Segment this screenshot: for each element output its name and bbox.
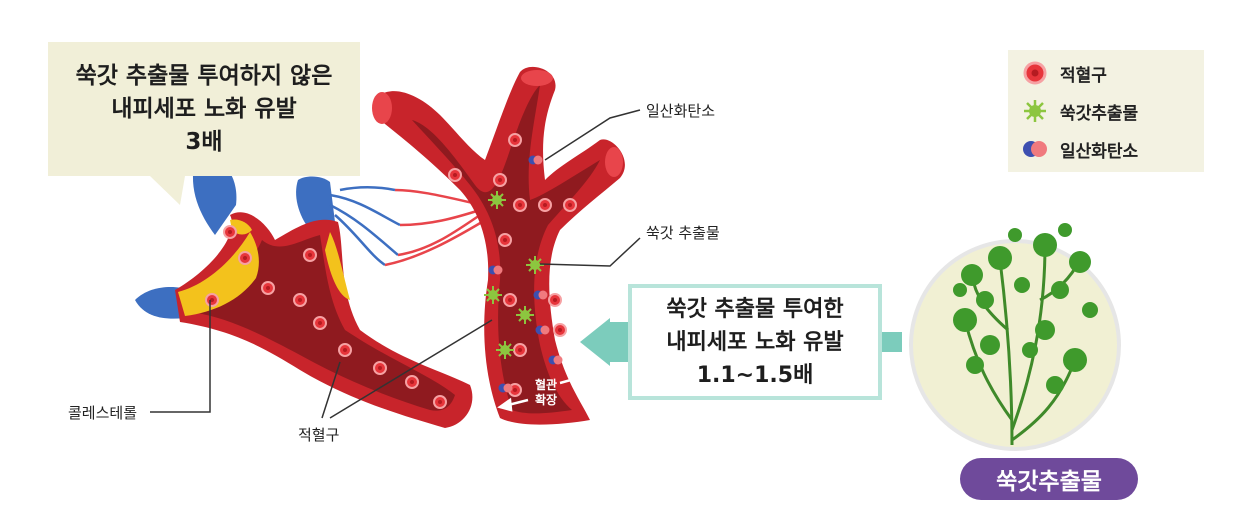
pointer-lines [150,109,641,419]
extract-particle-icon [1024,100,1046,122]
callout-untreated-line3: 3배 [185,128,223,155]
callout-untreated-line1: 쑥갓 추출물 투여하지 않은 [75,62,333,89]
plant-illustration [909,223,1121,451]
callout-treated-line3: 1.1~1.5배 [696,362,814,388]
callout-treated-line2: 내피세포 노화 유발 [666,329,844,355]
red-blood-cell-icon [1023,61,1047,85]
legend-item-co: 일산화탄소 [1022,136,1138,162]
callout-treated: 쑥갓 추출물 투여한 내피세포 노화 유발 1.1~1.5배 [628,284,882,400]
carbon-monoxide-icon [1023,141,1047,157]
callout-tail [150,176,185,205]
legend-label-extract: 쑥갓추출물 [1060,103,1139,124]
callout-untreated-line2: 내피세포 노화 유발 [111,95,297,122]
label-dilation-line1: 혈관 [534,378,558,392]
legend-label-co: 일산화탄소 [1060,141,1139,162]
legend-item-rbc: 적혈구 [1022,60,1107,86]
legend: 적혈구 쑥갓추출물 일산화탄소 [1008,50,1204,172]
label-dilation: 혈관 확장 [530,378,562,408]
label-dilation-line2: 확장 [534,393,558,407]
label-cholesterol: 콜레스테롤 [68,404,138,422]
legend-item-extract: 쑥갓추출물 [1022,98,1138,124]
left-vessel-group [135,157,483,428]
legend-label-rbc: 적혈구 [1060,65,1107,86]
callout-treated-line1: 쑥갓 추출물 투여한 [666,296,844,322]
extract-badge: 쑥갓추출물 [960,458,1138,500]
label-extract: 쑥갓 추출물 [646,224,720,242]
callout-untreated: 쑥갓 추출물 투여하지 않은 내피세포 노화 유발 3배 [48,42,360,176]
label-carbon-monoxide: 일산화탄소 [646,102,716,120]
label-rbc: 적혈구 [298,426,340,444]
right-vessel-group [372,66,625,425]
